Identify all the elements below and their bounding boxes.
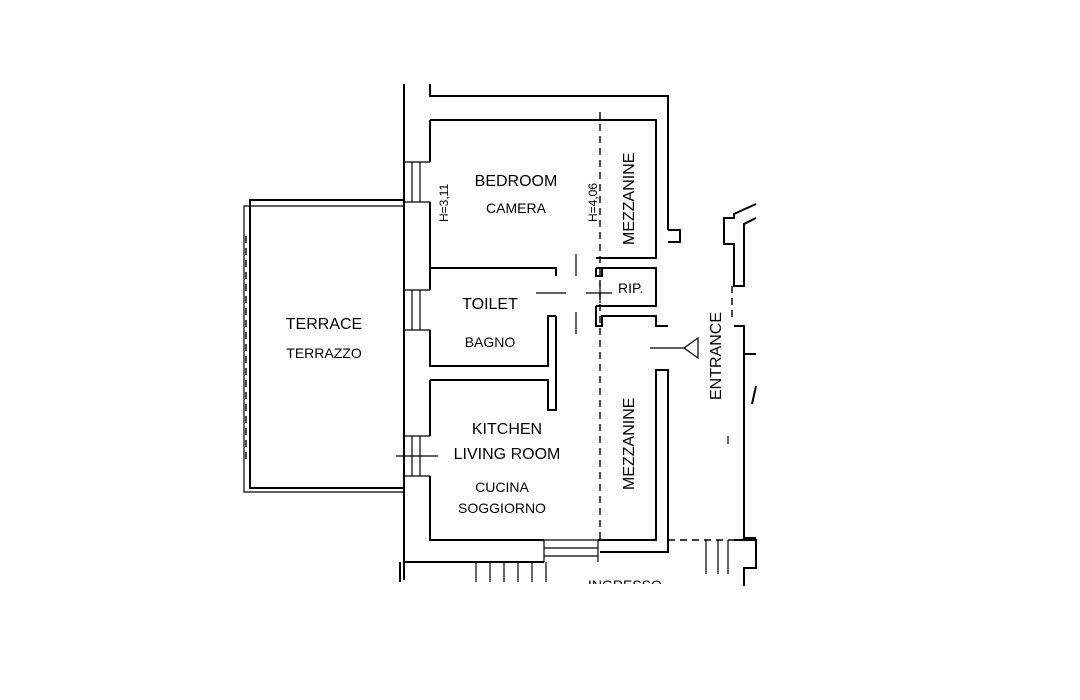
- height-left-label: H=3,11: [437, 184, 451, 222]
- mezzanine-bottom-label: MEZZANINE: [621, 398, 638, 490]
- building-walls-right: [668, 203, 757, 586]
- terrace-label: TERRACE: [286, 316, 362, 333]
- bedroom-label: BEDROOM: [475, 173, 558, 190]
- entrance-arrow-icon: [650, 336, 699, 360]
- terrazzo-label: TERRAZZO: [286, 345, 362, 361]
- living-room-label: LIVING ROOM: [454, 446, 561, 463]
- camera-label: CAMERA: [486, 200, 547, 216]
- soggiorno-label: SOGGIORNO: [458, 500, 546, 516]
- ingresso-label: INGRESSO: [588, 577, 662, 593]
- storage-label: RIP.: [618, 280, 643, 296]
- mezzanine-top-label: MEZZANINE: [621, 153, 638, 245]
- cucina-label: CUCINA: [475, 479, 529, 495]
- bagno-label: BAGNO: [465, 334, 516, 350]
- terrace-outline: [243, 199, 404, 493]
- entrance-label: ENTRANCE: [708, 312, 725, 400]
- outer-walls: [396, 84, 669, 582]
- ingresso-clip: INGRESSO: [588, 577, 662, 593]
- height-right-label: H=4,06: [586, 183, 600, 222]
- storage-walls: [536, 254, 668, 334]
- toilet-label: TOILET: [462, 296, 518, 313]
- kitchen-label: KITCHEN: [472, 421, 542, 438]
